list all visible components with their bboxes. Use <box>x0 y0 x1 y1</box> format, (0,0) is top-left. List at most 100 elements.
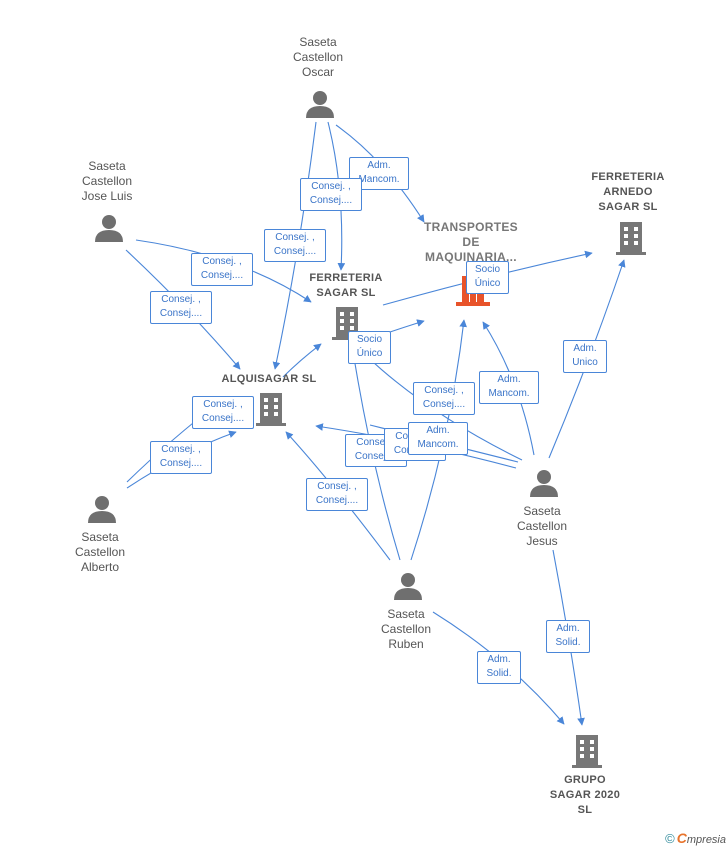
edge-label-line: Consej.... <box>159 458 203 469</box>
edge-label-joseluis-alquisagar[interactable]: Consej. , Consej.... <box>150 291 212 324</box>
company-label-line: FERRETERIA <box>591 171 665 183</box>
person-label-line: Saseta <box>387 607 425 621</box>
edge-label-jesus-ferreteria[interactable]: Consej. , Consej.... <box>413 382 475 415</box>
edge-label-jesus-transportes[interactable]: Adm. Mancom. <box>479 371 539 404</box>
company-label-line: DE <box>462 235 480 249</box>
company-label-ferreteria-sagar[interactable]: FERRETERIA SAGAR SL <box>291 271 401 301</box>
edge-label-line: Consej.... <box>422 399 466 410</box>
company-label-transportes[interactable]: TRANSPORTES DE MAQUINARIA... <box>416 220 526 265</box>
edge-label-line: Consej.... <box>315 495 359 506</box>
edge-label-alberto-alquisagar-2[interactable]: Consej. , Consej.... <box>150 441 212 474</box>
edge-label-line: Consej. , <box>275 232 315 243</box>
edge-label-line: Adm. <box>426 425 450 436</box>
company-label-line: ALQUISAGAR SL <box>221 373 317 385</box>
company-label-ferreteria-arnedo[interactable]: FERRETERIA ARNEDO SAGAR SL <box>573 170 683 215</box>
person-label-line: Jesus <box>526 534 558 548</box>
edge-label-oscar-alquisagar[interactable]: Consej. , Consej.... <box>264 229 326 262</box>
company-label-line: SAGAR 2020 <box>549 789 621 801</box>
edge-label-line: Consej. , <box>311 181 351 192</box>
edge-label-jesus-arnedo[interactable]: Adm. Unico <box>563 340 607 373</box>
edge-label-line: Adm. <box>487 654 511 665</box>
company-label-line: TRANSPORTES <box>424 220 518 234</box>
edge-label-line: Consej. , <box>203 399 243 410</box>
person-icon-alberto <box>88 496 116 523</box>
edge-label-line: Consej. , <box>161 294 201 305</box>
edge-label-jesus-grupo[interactable]: Adm. Solid. <box>546 620 590 653</box>
edge-label-line: Único <box>356 348 383 359</box>
edge-label-line: Consej. , <box>424 385 464 396</box>
brand-watermark[interactable]: ©Cmpresia <box>665 830 726 846</box>
person-icon-ruben <box>394 573 422 600</box>
edge-label-line: Consej.... <box>201 413 245 424</box>
company-label-grupo-sagar[interactable]: GRUPO SAGAR 2020 SL <box>530 773 640 818</box>
edge-label-line: Socio <box>356 334 382 345</box>
company-label-line: SAGAR SL <box>316 287 376 299</box>
person-icon-jesus <box>530 470 558 497</box>
person-label-line: Castellon <box>380 622 432 636</box>
company-label-alquisagar[interactable]: ALQUISAGAR SL <box>214 372 324 387</box>
edge-label-line: Solid. <box>486 668 512 679</box>
edge-label-line: Único <box>474 278 501 289</box>
edge-label-line: Mancom. <box>417 439 459 450</box>
edge-label-line: Consej.... <box>273 246 317 257</box>
edge-label-line: Consej.... <box>200 270 244 281</box>
person-label-line: Saseta <box>523 504 561 518</box>
person-label-ruben[interactable]: Saseta Castellon Ruben <box>351 607 461 652</box>
edge-alquisagar-ferreteria <box>282 343 322 378</box>
building-icon-ferreteria-arnedo <box>616 222 646 255</box>
building-icon-transportes <box>456 276 490 306</box>
person-label-jesus[interactable]: Saseta Castellon Jesus <box>487 504 597 549</box>
person-label-line: Saseta <box>88 159 126 173</box>
building-icon-grupo-sagar <box>572 735 602 768</box>
edge-label-ferreteria-transportes[interactable]: Socio Único <box>466 261 509 294</box>
company-label-line: SAGAR SL <box>598 201 658 213</box>
edge-label-line: Adm. <box>367 160 391 171</box>
edge-label-ruben-grupo[interactable]: Adm. Solid. <box>477 651 521 684</box>
edge-label-line: Socio <box>474 264 500 275</box>
edge-label-line: Consej. , <box>161 444 201 455</box>
person-label-line: Ruben <box>388 637 424 651</box>
person-label-line: Castellon <box>292 50 344 64</box>
edge-label-line: Mancom. <box>358 174 400 185</box>
company-label-line: FERRETERIA <box>309 272 383 284</box>
edge-label-line: Consej. , <box>356 437 396 448</box>
person-label-alberto[interactable]: Saseta Castellon Alberto <box>45 530 155 575</box>
edge-label-line: Consej.... <box>159 308 203 319</box>
person-label-line: Jose Luis <box>81 189 133 203</box>
company-label-line: ARNEDO <box>603 186 653 198</box>
brand-initial: C <box>676 830 687 846</box>
copyright-symbol: © <box>665 831 675 846</box>
edge-label-line: Consej.... <box>354 451 398 462</box>
person-label-line: Castellon <box>516 519 568 533</box>
person-icon-oscar <box>306 91 334 118</box>
edge-label-alberto-alquisagar-1[interactable]: Consej. , Consej.... <box>192 396 254 429</box>
edge-label-line: Consej. , <box>202 256 242 267</box>
edge-label-oscar-ferreteria[interactable]: Consej. , Consej.... <box>300 178 362 211</box>
person-label-line: Castellon <box>81 174 133 188</box>
edge-label-line: Consej. , <box>317 481 357 492</box>
building-icon-alquisagar <box>256 393 286 426</box>
edge-label-joseluis-ferreteria[interactable]: Consej. , Consej.... <box>191 253 253 286</box>
person-icon-jose-luis <box>95 215 123 242</box>
person-label-line: Saseta <box>299 35 337 49</box>
edge-label-line: Adm. <box>497 374 521 385</box>
edge-label-line: Consej.... <box>309 195 353 206</box>
edge-label-alquisagar-ferreteria[interactable]: Socio Único <box>348 331 391 364</box>
company-label-line: SL <box>577 804 593 816</box>
brand-name: mpresia <box>686 834 726 846</box>
person-label-jose-luis[interactable]: Saseta Castellon Jose Luis <box>52 159 162 204</box>
person-label-line: Oscar <box>301 65 334 79</box>
person-label-oscar[interactable]: Saseta Castellon Oscar <box>263 35 373 80</box>
edge-label-ruben-alquisagar[interactable]: Consej. , Consej.... <box>306 478 368 511</box>
edge-label-line: Adm. <box>556 623 580 634</box>
edge-label-line: Unico <box>572 357 598 368</box>
person-label-line: Alberto <box>80 560 120 574</box>
edge-label-oscar-transportes[interactable]: Adm. Mancom. <box>349 157 409 190</box>
edge-label-ruben-transportes[interactable]: Adm. Mancom. <box>408 422 468 455</box>
company-label-line: MAQUINARIA... <box>425 250 517 264</box>
edge-label-line: Adm. <box>573 343 597 354</box>
company-label-line: GRUPO <box>564 774 606 786</box>
edge-label-line: Solid. <box>555 637 581 648</box>
person-label-line: Saseta <box>81 530 119 544</box>
